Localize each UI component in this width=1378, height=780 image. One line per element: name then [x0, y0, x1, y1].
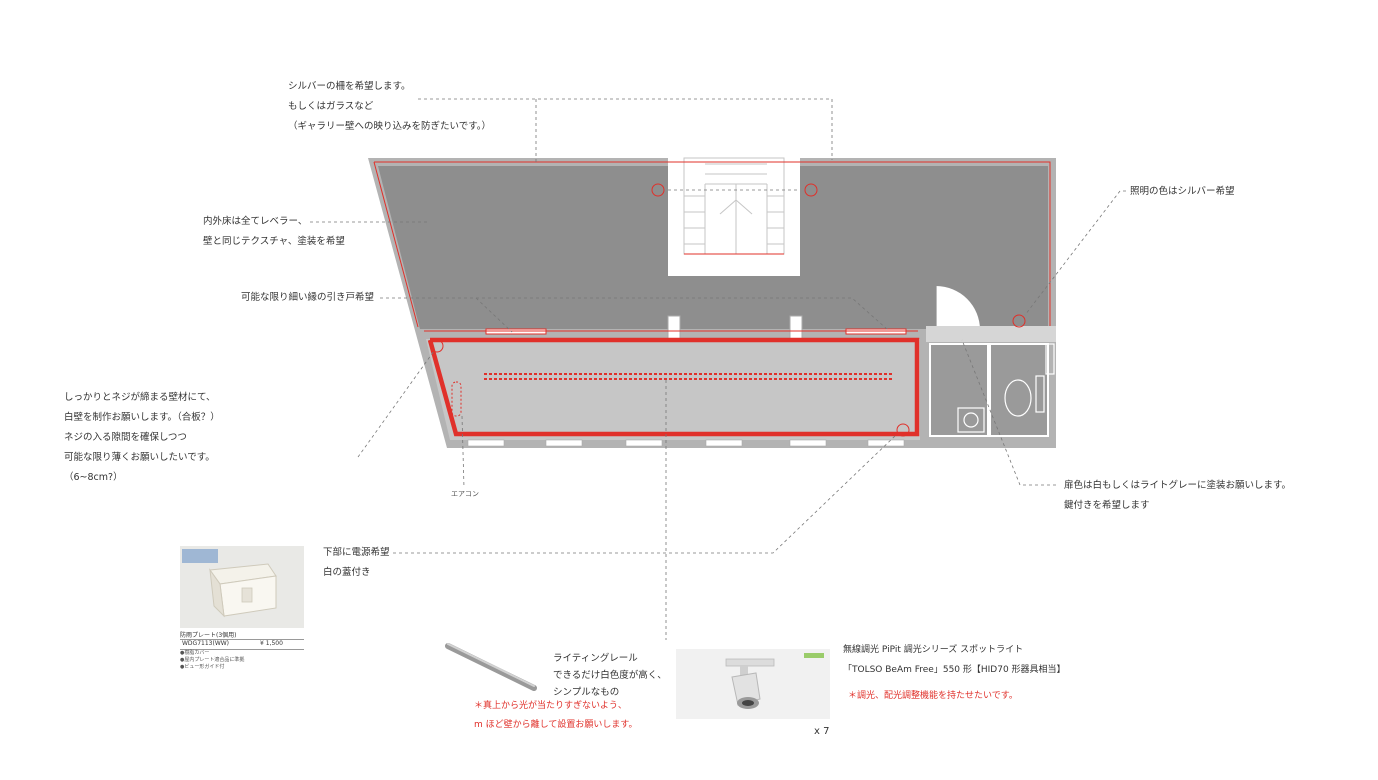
spec-line: ●樹脂カバー	[180, 650, 210, 656]
note-line: m ほど壁から離して設置お願いします。	[474, 720, 638, 730]
product-title: 防雨プレート(3個用)	[180, 632, 237, 639]
lighting-rail-image	[445, 643, 537, 691]
product-code: WDG7113(WW)	[182, 640, 230, 647]
note-line: 「TOLSO BeAm Free」550 形【HID70 形器具相当】	[843, 665, 1066, 675]
note-line: もしくはガラスなど	[288, 101, 374, 112]
waterproof-plate-image	[180, 546, 304, 628]
product-price: ¥ 1,500	[260, 640, 283, 647]
bathroom-partition	[1045, 343, 1055, 375]
note-line: 白の蓋付き	[323, 567, 371, 578]
railing-note: シルバーの柵を希望します。 もしくはガラスなど （ギャラリー壁への映り込みを防ぎ…	[288, 77, 491, 137]
toilet-tank	[1035, 375, 1045, 413]
rail-note: ライティングレール できるだけ白色度が高く、 シンプルなもの	[553, 650, 667, 701]
aircon-unit	[451, 381, 462, 417]
note-line: （ギャラリー壁への映り込みを防ぎたいです。）	[288, 121, 492, 132]
upper-left-wall-line	[373, 161, 419, 328]
sliding-door-note: 可能な限り細い縁の引き戸希望	[241, 288, 374, 308]
column	[667, 315, 681, 341]
upper-wall-line	[374, 161, 1051, 326]
note-line: ライティングレール	[553, 653, 638, 664]
stairwell	[668, 158, 800, 276]
note-line: （6~8cm?）	[64, 472, 123, 483]
note-line: 白壁を制作お願いします。（合板？）	[64, 412, 220, 423]
spotlight-warning-note: ＊調光、配光調整機能を持たせたいです。	[848, 686, 1018, 706]
spotlight-quantity: x 7	[814, 722, 829, 742]
corridor	[926, 326, 1056, 342]
door-color-note: 扉色は白もしくはライトグレーに塗装お願いします。 鍵付きを希望します	[1064, 476, 1291, 516]
note-line: できるだけ白色度が高く、	[553, 670, 667, 681]
quantity-text: x 7	[814, 726, 830, 737]
note-line: 可能な限り細い縁の引き戸希望	[241, 292, 375, 303]
note-line: シルバーの柵を希望します。	[288, 81, 411, 92]
note-line: シンプルなもの	[553, 687, 620, 698]
note-line: ＊真上から光が当たりすぎないよう、	[474, 701, 627, 711]
aircon-label: エアコン	[451, 490, 479, 498]
wash-basin	[957, 407, 985, 433]
entrance-door-swing	[936, 286, 980, 330]
note-line: 照明の色はシルバー希望	[1130, 186, 1235, 197]
note-line: 鍵付きを希望します	[1064, 500, 1150, 511]
power-note: 下部に電源希望 白の蓋付き	[323, 543, 390, 583]
spec-line: ●屋内プレート適合品に準拠	[180, 657, 245, 663]
light-markers	[430, 183, 1026, 437]
spec-line: ●ビュー形ガイド付	[180, 664, 225, 670]
note-line: 扉色は白もしくはライトグレーに塗装お願いします。	[1064, 480, 1292, 491]
note-line: 下部に電源希望	[323, 547, 390, 558]
spotlight-icon	[725, 653, 824, 709]
lower-gallery-floor	[426, 339, 920, 440]
leader-lines	[310, 98, 1126, 640]
column	[789, 315, 803, 341]
note-line: しっかりとネジが締まる壁材にて、	[64, 392, 216, 403]
spotlight-image	[676, 649, 830, 719]
stair-treads	[684, 163, 784, 254]
note-line: 壁と同じテクスチャ、塗装を希望	[203, 236, 345, 247]
product-code-row: WDG7113(WW) ¥ 1,500	[180, 639, 304, 650]
wash-basin-bowl	[963, 412, 979, 428]
plate-icon	[182, 549, 277, 618]
toilet-room	[989, 343, 1049, 437]
storage-room	[929, 343, 989, 437]
note-line: 無線調光 PiPit 調光シリーズ スポットライト	[843, 645, 1024, 655]
spotlight-note: 無線調光 PiPit 調光シリーズ スポットライト 「TOLSO BeAm Fr…	[843, 640, 1066, 680]
wall-build-note: しっかりとネジが締まる壁材にて、 白壁を制作お願いします。（合板？） ネジの入る…	[64, 388, 220, 488]
note-line: ＊調光、配光調整機能を持たせたいです。	[848, 691, 1018, 701]
note-line: 内外床は全てレベラー、	[203, 216, 308, 227]
lighting-color-note: 照明の色はシルバー希望	[1130, 182, 1235, 202]
product-specs: ●樹脂カバー ●屋内プレート適合品に準拠 ●ビュー形ガイド付	[180, 650, 244, 671]
note-line: 可能な限り薄くお願いしたいです。	[64, 452, 215, 463]
rail-warning-note: ＊真上から光が当たりすぎないよう、 m ほど壁から離して設置お願いします。	[474, 697, 637, 735]
windows	[467, 439, 905, 447]
note-line: ネジの入る隙間を確保しつつ	[64, 432, 187, 443]
toilet-bowl	[1004, 379, 1032, 417]
new-white-wall	[427, 337, 920, 437]
floor-finish-note: 内外床は全てレベラー、 壁と同じテクスチャ、塗装を希望	[203, 212, 345, 252]
